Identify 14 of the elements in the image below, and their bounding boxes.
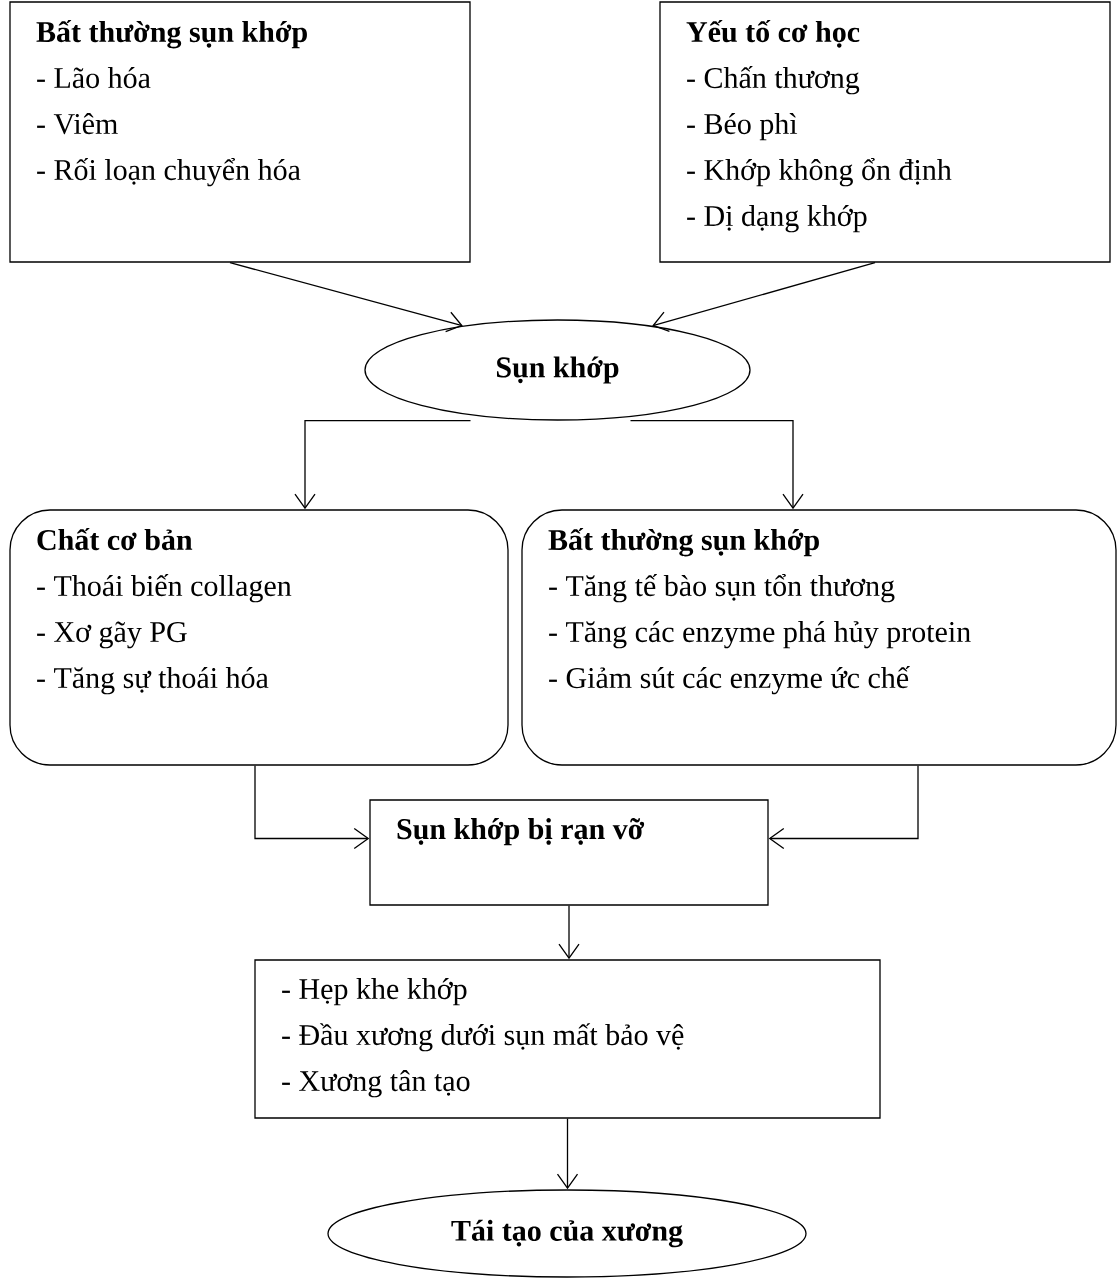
arrow: [294, 420, 472, 510]
list-box: Yếu tố cơ học - Chấn thương - Béo phì - Khớp không ổn định - Dị dạng khớp: [659, 1, 1111, 263]
arrow: [254, 765, 370, 850]
rounded-box: Bất thường sụn khớp - Tăng tế bào sụn tổn thương - Tăng các enzyme phá hủy protein - Giảm sút các enzyme ức chế: [521, 509, 1117, 766]
arrow: [652, 262, 876, 332]
arrow: [229, 262, 463, 333]
arrow: [629, 420, 804, 510]
list-box: Bất thường sụn khớp - Lão hóa - Viêm - Rối loạn chuyển hóa: [9, 1, 471, 263]
arrow: [558, 905, 580, 960]
rounded-box: Chất cơ bản - Thoái biến collagen - Xơ gãy PG - Tăng sự thoái hóa: [9, 509, 509, 766]
process-box: Sụn khớp bị rạn vỡ: [369, 799, 769, 906]
arrow: [768, 765, 919, 850]
list-box: - Hẹp khe khớp - Đầu xương dưới sụn mất bảo vệ - Xương tân tạo: [254, 959, 881, 1119]
arrow: [556, 1118, 579, 1190]
